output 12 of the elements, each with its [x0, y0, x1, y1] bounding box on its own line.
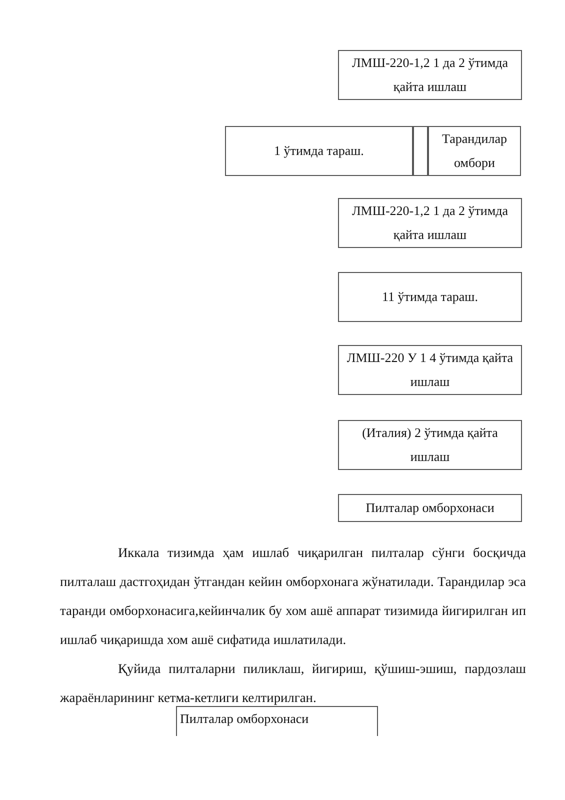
process-box: (Италия) 2 ўтимда қайта ишлаш	[338, 420, 522, 470]
process-box: ЛМШ-220-1,2 1 да 2 ўтимда қайта ишлаш	[338, 198, 522, 248]
process-box: Пилталар омборхонаси	[176, 706, 378, 736]
body-paragraph: Иккала тизимда ҳам ишлаб чиқарилган пилталар сўнги босқичда пилталаш дастгоҳидан ўтгандан кейин омборхонага жўнатилади. Тарандилар эса таранди омборхонасига,кейинчалик бу хом ашё аппарат тизимида йигирилган ип ишлаб чиқаришда хом ашё сифатида ишлатилади.	[60, 544, 526, 649]
process-box: 11 ўтимда тараш.	[338, 272, 522, 322]
process-box: 1 ўтимда тараш.	[225, 126, 413, 176]
process-box: Тарандилар омбори	[428, 126, 521, 176]
empty-box	[413, 126, 428, 176]
process-box: Пилталар омборхонаси	[338, 494, 522, 522]
process-box: ЛМШ-220-1,2 1 да 2 ўтимда қайта ишлаш	[338, 50, 522, 100]
process-box: ЛМШ-220 У 1 4 ўтимда қайта ишлаш	[338, 345, 522, 395]
body-paragraph: Қуйида пилталарни пиликлаш, йигириш, қўшиш-эшиш, пардозлаш жараёнларининг кетма-кетлиги келтирилган.	[60, 660, 526, 707]
